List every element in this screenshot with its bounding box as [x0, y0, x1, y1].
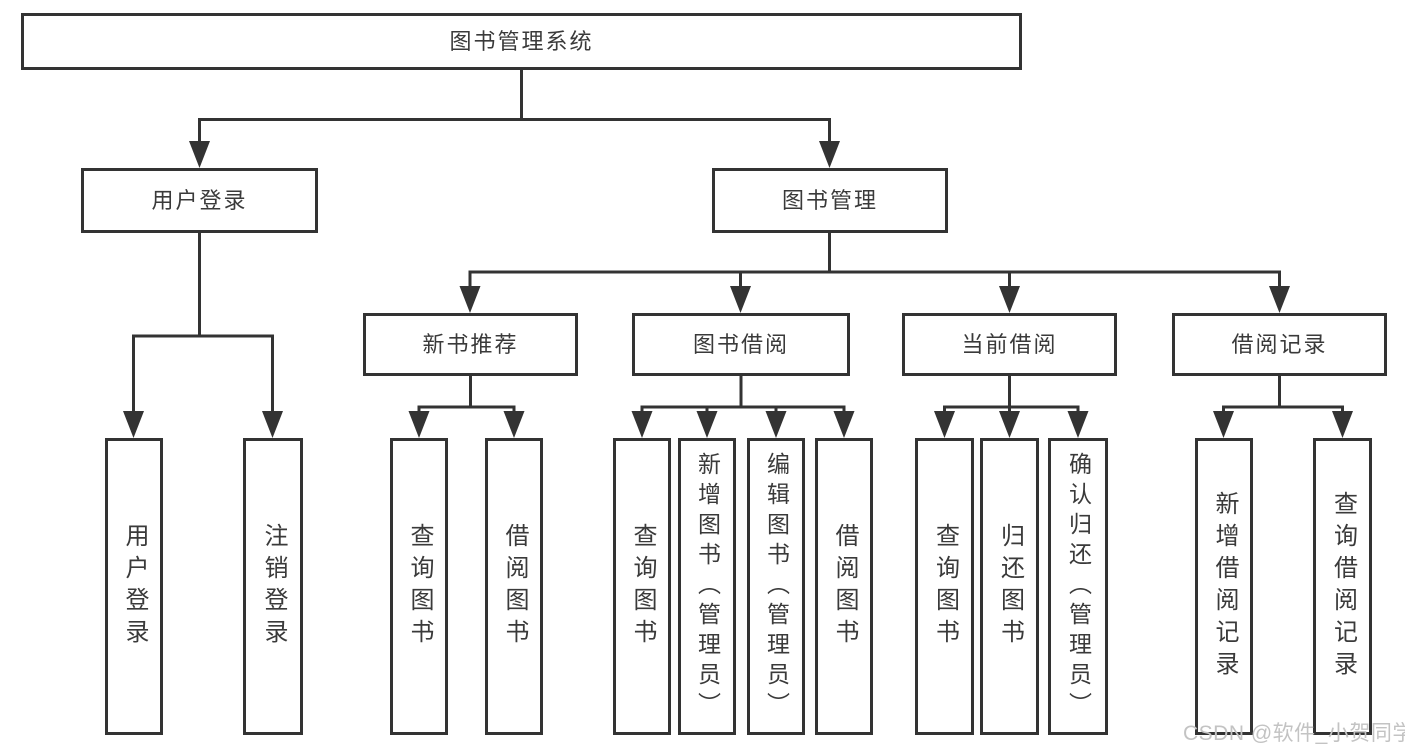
node-label: 借阅图书: [501, 522, 528, 651]
node-leaf-records-add-record: 新增借阅记录: [1195, 438, 1253, 735]
node-label: 当前借阅: [961, 331, 1058, 357]
arrow-down-icon: [819, 141, 840, 168]
node-leaf-current-return-books: 归还图书: [980, 438, 1039, 735]
arrow-down-icon: [934, 411, 955, 438]
node-label: 图书管理系统: [449, 28, 594, 54]
node-leaf-recommend-query-books: 查询图书: [390, 438, 448, 735]
node-label: 查询图书: [629, 522, 656, 651]
node-label: 查询图书: [931, 522, 959, 651]
node-label: 用户登录: [151, 187, 248, 213]
node-leaf-current-query-books: 查询图书: [915, 438, 974, 735]
arrow-down-icon: [1213, 411, 1234, 438]
node-leaf-recommend-borrow-books: 借阅图书: [485, 438, 543, 735]
node-book-borrow: 图书借阅: [632, 313, 850, 376]
node-leaf-logout: 注销登录: [243, 438, 303, 735]
arrow-down-icon: [631, 411, 653, 438]
arrow-down-icon: [999, 286, 1020, 313]
node-label: 图书管理: [781, 187, 878, 213]
arrow-down-icon: [765, 411, 787, 438]
arrow-down-icon: [1332, 411, 1353, 438]
node-label: 借阅记录: [1231, 331, 1328, 357]
node-label: 新书推荐: [422, 331, 519, 357]
node-leaf-borrow-edit-books-admin: 编辑图书（管理员）: [747, 438, 805, 735]
arrow-down-icon: [833, 411, 855, 438]
node-label: 新增借阅记录: [1211, 490, 1238, 683]
node-label: 归还图书: [996, 522, 1024, 651]
node-leaf-user-login: 用户登录: [105, 438, 163, 735]
node-book-management: 图书管理: [712, 168, 948, 233]
arrow-down-icon: [999, 411, 1020, 438]
node-label: 借阅图书: [831, 522, 858, 651]
arrow-down-icon: [1067, 411, 1089, 438]
node-label: 注销登录: [260, 522, 287, 651]
arrow-down-icon: [459, 286, 481, 313]
arrow-down-icon: [123, 411, 144, 438]
node-current-borrow: 当前借阅: [902, 313, 1117, 376]
node-label: 查询借阅记录: [1329, 490, 1357, 683]
csdn-watermark: CSDN @软件_小贺同学: [1183, 722, 1405, 745]
node-leaf-current-confirm-return-admin: 确认归还（管理员）: [1048, 438, 1108, 735]
node-user-login: 用户登录: [81, 168, 318, 233]
node-label: 查询图书: [406, 522, 433, 651]
arrow-down-icon: [1269, 286, 1290, 313]
node-leaf-borrow-add-books-admin: 新增图书（管理员）: [678, 438, 736, 735]
node-root-title: 图书管理系统: [21, 13, 1022, 70]
node-new-book-recommend: 新书推荐: [363, 313, 578, 376]
node-leaf-borrow-borrow-books: 借阅图书: [815, 438, 873, 735]
node-label: 用户登录: [121, 522, 148, 651]
node-label: 图书借阅: [692, 331, 789, 357]
node-leaf-borrow-query-books: 查询图书: [613, 438, 671, 735]
arrow-down-icon: [503, 411, 525, 438]
arrow-down-icon: [262, 411, 283, 438]
arrow-down-icon: [696, 411, 718, 438]
node-borrow-records: 借阅记录: [1172, 313, 1387, 376]
node-label: 编辑图书（管理员）: [763, 451, 790, 722]
arrow-down-icon: [189, 141, 210, 168]
node-label: 确认归还（管理员）: [1065, 451, 1092, 722]
arrow-down-icon: [730, 286, 751, 313]
node-label: 新增图书（管理员）: [694, 451, 721, 722]
arrow-down-icon: [408, 411, 430, 438]
node-leaf-records-query-record: 查询借阅记录: [1313, 438, 1372, 735]
